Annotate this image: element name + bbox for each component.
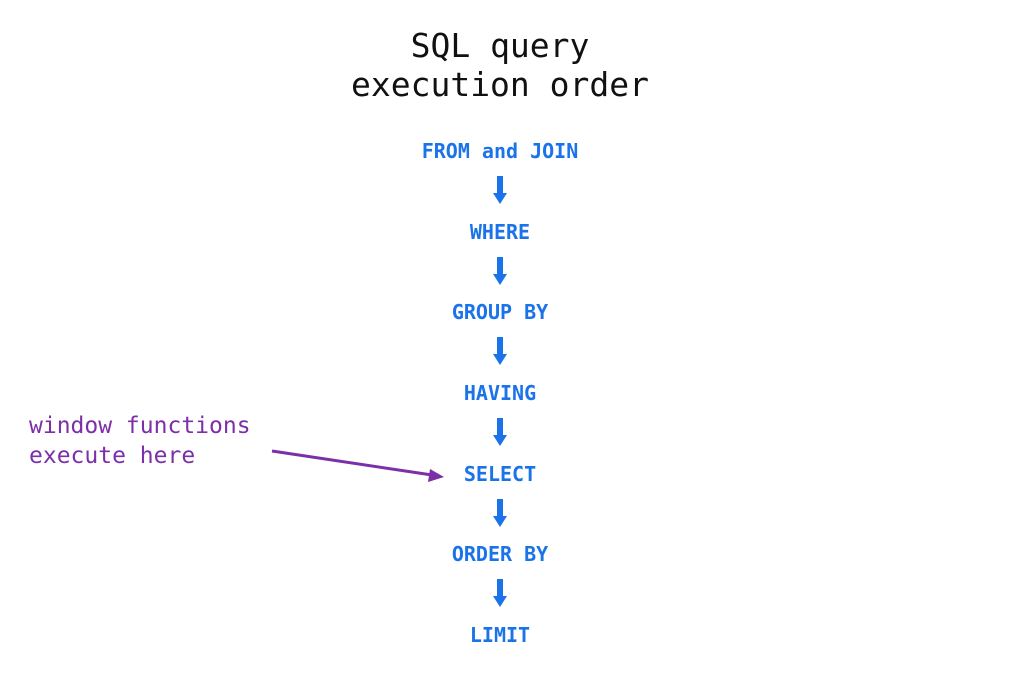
step-having: HAVING [463, 381, 537, 405]
diagram-title-line-2: execution order [350, 65, 649, 104]
down-arrow-icon [493, 418, 507, 446]
step-limit: LIMIT [469, 623, 531, 647]
step-group-by: GROUP BY [451, 300, 549, 324]
down-arrow-icon [493, 176, 507, 204]
down-arrow-icon [493, 337, 507, 365]
step-from-and-join: FROM and JOIN [421, 139, 579, 163]
annotation-line-2: execute here [29, 443, 196, 469]
down-arrow-icon [493, 257, 507, 285]
down-arrow-icon [493, 579, 507, 607]
step-where: WHERE [469, 220, 531, 244]
annotation-line-1: window functions [29, 413, 251, 439]
down-arrow-icon [493, 499, 507, 527]
step-select: SELECT [463, 462, 537, 486]
diagram-title-line-1: SQL query [410, 26, 590, 65]
step-order-by: ORDER BY [451, 542, 549, 566]
